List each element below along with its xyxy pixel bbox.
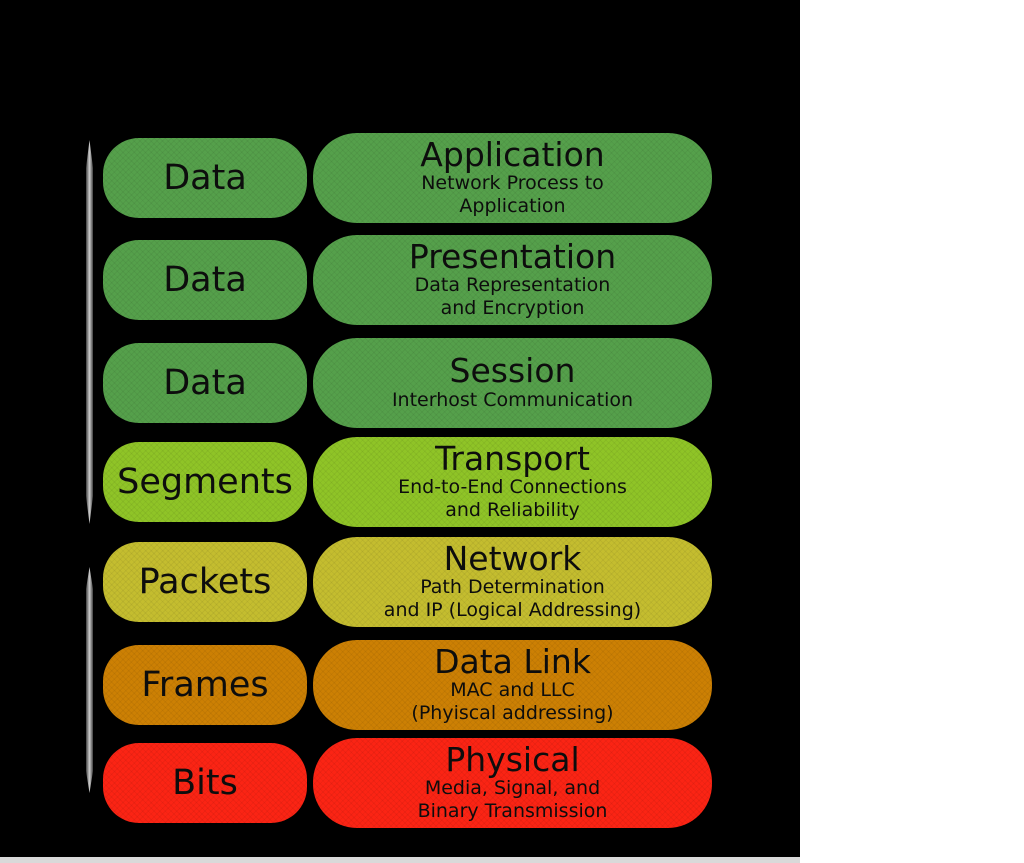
layer-row-session: Data Session Interhost Communication: [0, 338, 800, 428]
layer-title: Application: [420, 134, 605, 174]
layer-description: Media, Signal, and Binary Transmission: [417, 777, 608, 823]
layer-row-network: Packets Network Path Determination and I…: [0, 537, 800, 627]
vertical-line-lower: [86, 567, 93, 793]
vertical-line-upper: [86, 140, 93, 524]
layer-description: Data Representation and Encryption: [414, 274, 611, 320]
layer-box: Transport End-to-End Connections and Rel…: [313, 437, 712, 527]
layer-row-data-link: Frames Data Link MAC and LLC (Phyiscal a…: [0, 640, 800, 730]
layer-box: Data Link MAC and LLC (Phyiscal addressi…: [313, 640, 712, 730]
layer-description: Path Determination and IP (Logical Addre…: [383, 576, 642, 622]
layer-unit-label: Data: [163, 157, 247, 198]
layer-unit-label: Bits: [172, 762, 238, 803]
bottom-strip: [0, 857, 800, 863]
layer-title: Physical: [445, 739, 580, 779]
layer-row-application: Data Application Network Process to Appl…: [0, 133, 800, 223]
layer-box: Network Path Determination and IP (Logic…: [313, 537, 712, 627]
layer-description: Interhost Communication: [391, 388, 634, 411]
layer-description: Network Process to Application: [421, 172, 604, 218]
layer-row-presentation: Data Presentation Data Representation an…: [0, 235, 800, 325]
layer-unit-label: Frames: [141, 664, 269, 705]
layer-unit-label: Segments: [117, 461, 293, 502]
layer-unit-box: Frames: [103, 645, 307, 725]
layer-box: Presentation Data Representation and Enc…: [313, 235, 712, 325]
layer-unit-box: Bits: [103, 743, 307, 823]
layer-unit-box: Data: [103, 240, 307, 320]
diagram-canvas: Data Application Network Process to Appl…: [0, 0, 800, 857]
layer-row-transport: Segments Transport End-to-End Connection…: [0, 437, 800, 527]
layer-description: End-to-End Connections and Reliability: [398, 476, 627, 522]
layer-title: Session: [449, 351, 576, 391]
layer-title: Presentation: [408, 236, 617, 276]
layer-unit-box: Data: [103, 343, 307, 423]
layer-unit-box: Segments: [103, 442, 307, 522]
layer-title: Network: [443, 538, 582, 578]
layer-description: MAC and LLC (Phyiscal addressing): [411, 679, 614, 725]
layer-unit-label: Data: [163, 259, 247, 300]
layer-box: Physical Media, Signal, and Binary Trans…: [313, 738, 712, 828]
layer-unit-label: Packets: [138, 561, 272, 602]
layer-unit-box: Data: [103, 138, 307, 218]
layer-box: Application Network Process to Applicati…: [313, 133, 712, 223]
layer-title: Transport: [435, 438, 590, 478]
layer-unit-box: Packets: [103, 542, 307, 622]
layer-title: Data Link: [434, 641, 591, 681]
layer-unit-label: Data: [163, 362, 247, 403]
layer-row-physical: Bits Physical Media, Signal, and Binary …: [0, 738, 800, 828]
layer-box: Session Interhost Communication: [313, 338, 712, 428]
